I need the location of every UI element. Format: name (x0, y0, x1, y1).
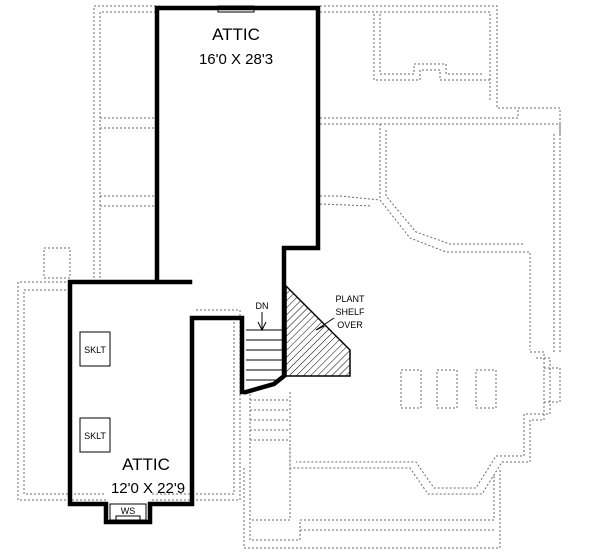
attic-window (217, 5, 255, 13)
window-seat (109, 503, 147, 521)
window-seat-label: WS (121, 506, 136, 516)
stair-label: DN (256, 301, 269, 311)
skylight-label-1: SKLT (84, 345, 106, 355)
skylight-2 (79, 417, 111, 453)
room-name-upper: ATTIC (212, 25, 260, 44)
attic-walls (67, 5, 321, 525)
skylight-1 (79, 331, 111, 367)
room-name-lower: ATTIC (122, 455, 170, 474)
plant-shelf-label-2: SHELF (335, 307, 365, 317)
stair (246, 312, 284, 381)
plant-shelf-area (285, 284, 351, 377)
plant-shelf-label-1: PLANT (335, 294, 365, 304)
plant-shelf-label-3: OVER (337, 320, 363, 330)
skylight-label-2: SKLT (84, 431, 106, 441)
room-dimensions-lower: 12'0 X 22'9 (111, 480, 185, 497)
room-dimensions-upper: 16'0 X 28'3 (199, 51, 273, 68)
lower-floor-outline (17, 5, 561, 549)
